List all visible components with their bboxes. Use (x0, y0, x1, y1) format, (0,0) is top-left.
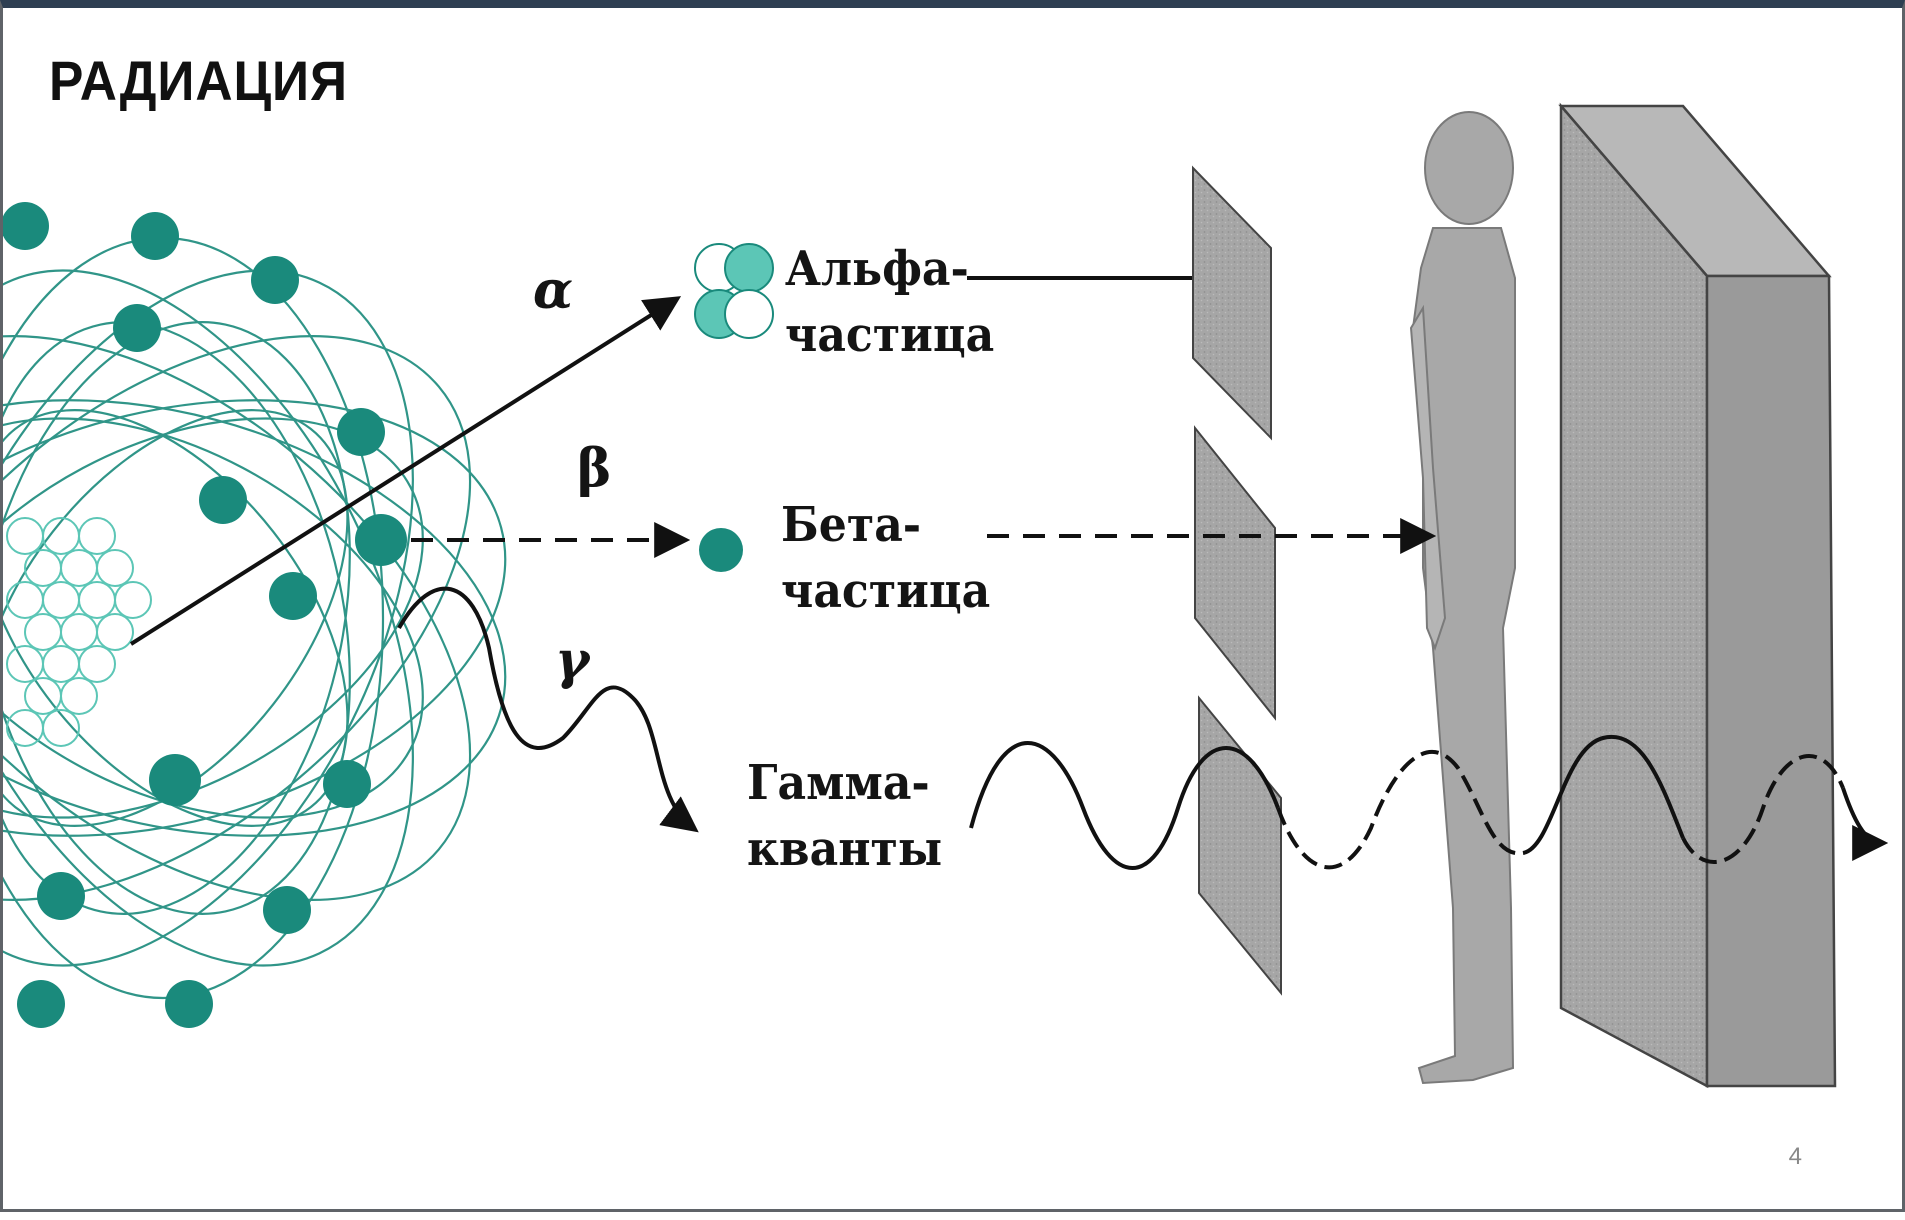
beta-symbol: β (577, 438, 612, 499)
gamma-symbol: γ (555, 630, 589, 691)
alpha-symbol: α (533, 260, 573, 321)
human-skin-barrier (1199, 698, 1281, 993)
beta-label: Бета- частица (781, 492, 990, 624)
gamma-wave-arrow (399, 589, 693, 828)
human-figure (1411, 112, 1515, 1083)
page-number: 4 (1789, 1143, 1802, 1171)
alpha-label-line2: частица (785, 302, 994, 368)
lead-block-barrier (1561, 106, 1835, 1086)
nucleus (7, 518, 151, 746)
alpha-particle-icon (695, 244, 773, 338)
paper-barrier (1193, 168, 1271, 438)
gamma-label: Гамма- кванты (747, 750, 942, 882)
alpha-label: Альфа- частица (785, 236, 994, 368)
gamma-label-line1: Гамма- (747, 750, 942, 816)
beta-label-line2: частица (781, 558, 990, 624)
gamma-label-line2: кванты (747, 816, 942, 882)
beta-label-line1: Бета- (781, 492, 990, 558)
atom (3, 192, 574, 1044)
alpha-label-line1: Альфа- (785, 236, 994, 302)
beta-particle-icon (699, 528, 743, 572)
gamma-wave-exit-arrow (1843, 788, 1881, 843)
aluminium-barrier (1195, 428, 1275, 718)
